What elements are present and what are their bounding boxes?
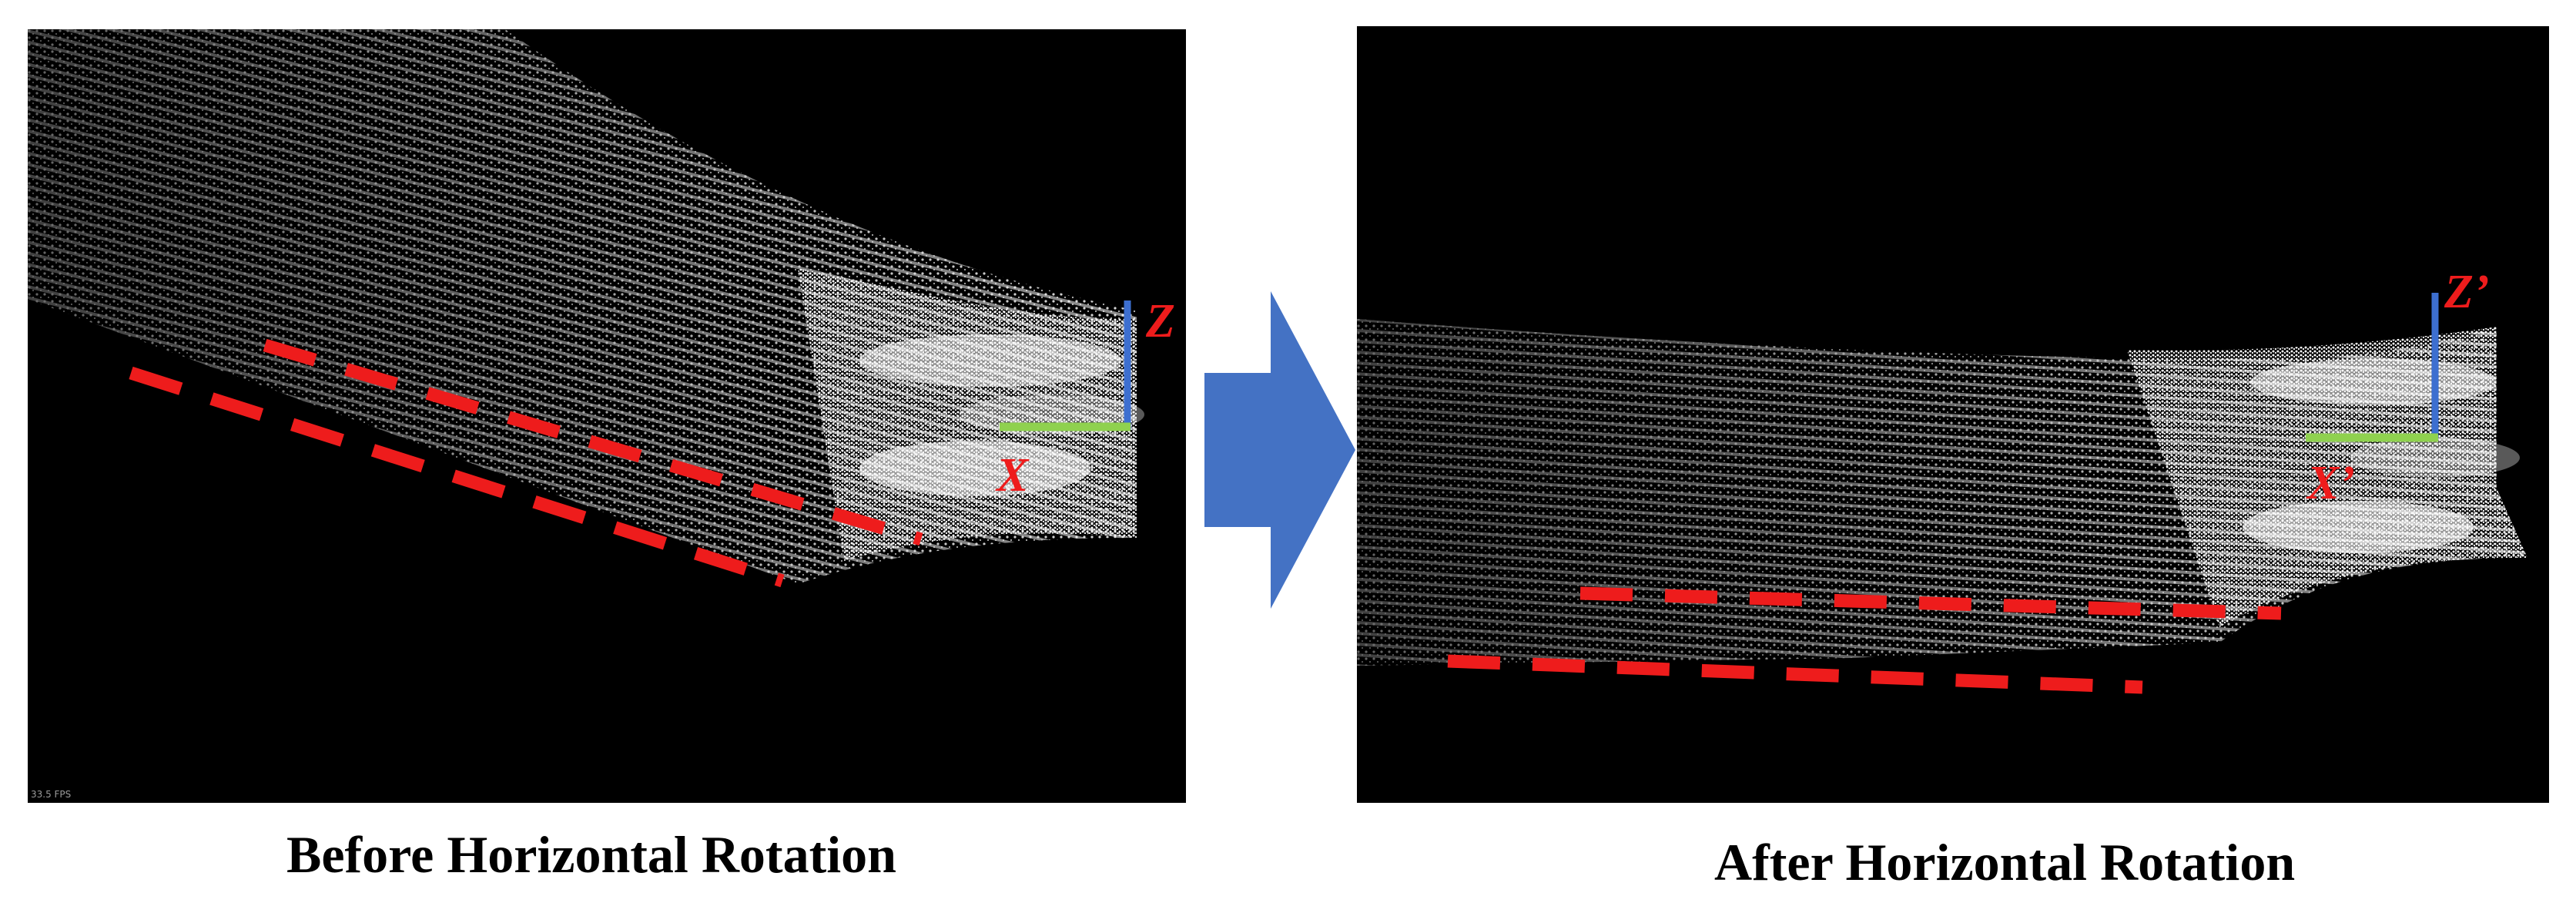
dashed-line-upper bbox=[1579, 586, 2282, 620]
panel-before-rotation: Z X 33.5 FPS bbox=[28, 29, 1186, 803]
axis-label-z: Z bbox=[1146, 295, 1175, 347]
caption-after: After Horizontal Rotation bbox=[1714, 833, 2296, 891]
fps-readout: 33.5 FPS bbox=[31, 789, 72, 800]
axis-label-z-prime: Z’ bbox=[2444, 266, 2490, 318]
axis-label-x: X bbox=[997, 449, 1029, 502]
right-arrow-icon bbox=[1204, 291, 1355, 609]
caption-before: Before Horizontal Rotation bbox=[286, 825, 896, 884]
dashed-line-upper bbox=[263, 338, 923, 546]
dashed-line-lower bbox=[1447, 654, 2143, 694]
panel-after-rotation: Z’ X’ bbox=[1357, 26, 2549, 803]
point-cloud-before bbox=[28, 29, 1144, 588]
point-cloud-after bbox=[1357, 293, 2527, 694]
axis-label-x-prime: X’ bbox=[2307, 457, 2355, 509]
dashed-line-lower bbox=[129, 366, 785, 588]
